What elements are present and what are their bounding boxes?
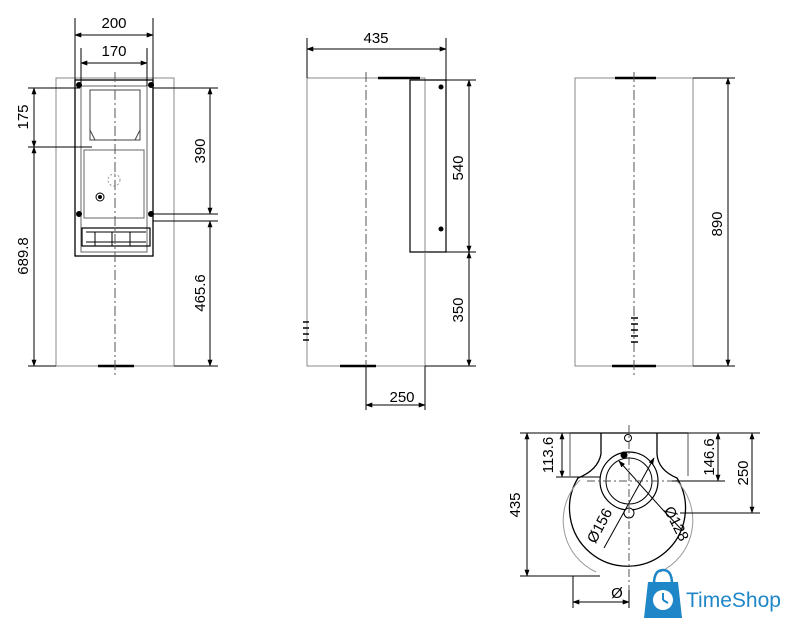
dim-plan-duct-inner: Ø128 bbox=[660, 504, 692, 544]
side-view-labels: 435 540 350 250 bbox=[363, 30, 467, 406]
dim-front-height-top: 175 bbox=[15, 104, 32, 129]
dim-plan-diameter: Ø bbox=[611, 585, 623, 602]
timeshop-logo: TimeShop bbox=[644, 568, 781, 618]
dim-front-height-total: 689.8 bbox=[15, 237, 32, 275]
dim-plan-offset-right: 146.6 bbox=[701, 438, 718, 476]
dim-rear-height-total: 890 bbox=[709, 211, 726, 236]
dim-plan-half-depth: 250 bbox=[735, 460, 752, 485]
dim-side-height-lower: 350 bbox=[450, 297, 467, 322]
dim-front-width-outer: 200 bbox=[101, 15, 126, 32]
dim-plan-offset-left: 113.6 bbox=[540, 437, 557, 473]
rear-view bbox=[574, 72, 735, 378]
side-view bbox=[303, 38, 476, 410]
shopping-bag-clock-icon bbox=[644, 568, 682, 618]
dim-side-offset: 250 bbox=[389, 389, 414, 406]
front-view bbox=[28, 18, 218, 378]
dim-plan-depth: 435 bbox=[507, 492, 524, 517]
brand-name: TimeShop bbox=[686, 589, 781, 612]
dim-side-height-bracket: 540 bbox=[450, 155, 467, 180]
dim-side-depth: 435 bbox=[363, 30, 388, 47]
dim-front-height-bracket: 390 bbox=[192, 138, 209, 163]
dim-front-height-lower: 465.6 bbox=[192, 274, 209, 312]
dim-plan-duct-outer: Ø156 bbox=[584, 506, 616, 546]
plan-view bbox=[520, 425, 760, 608]
front-view-labels: 200 170 175 689.8 390 465.6 bbox=[15, 15, 209, 312]
rear-view-labels: 890 bbox=[709, 211, 726, 236]
dim-front-width-inner: 170 bbox=[101, 43, 126, 60]
